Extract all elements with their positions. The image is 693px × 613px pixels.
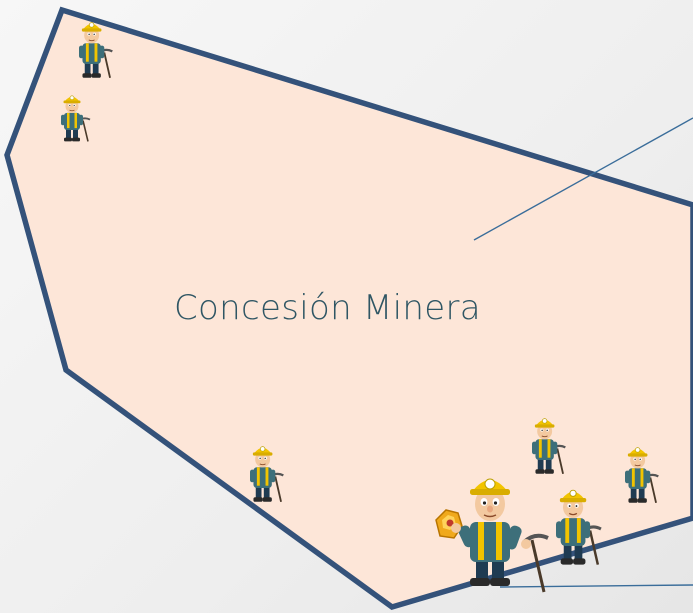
concession-area [4, 6, 693, 611]
callout-line-upper [473, 117, 693, 241]
diagram-title: Concesión Minera [174, 288, 481, 328]
callout-line-lower [499, 584, 693, 588]
miner-with-gold-icon [435, 478, 549, 593]
